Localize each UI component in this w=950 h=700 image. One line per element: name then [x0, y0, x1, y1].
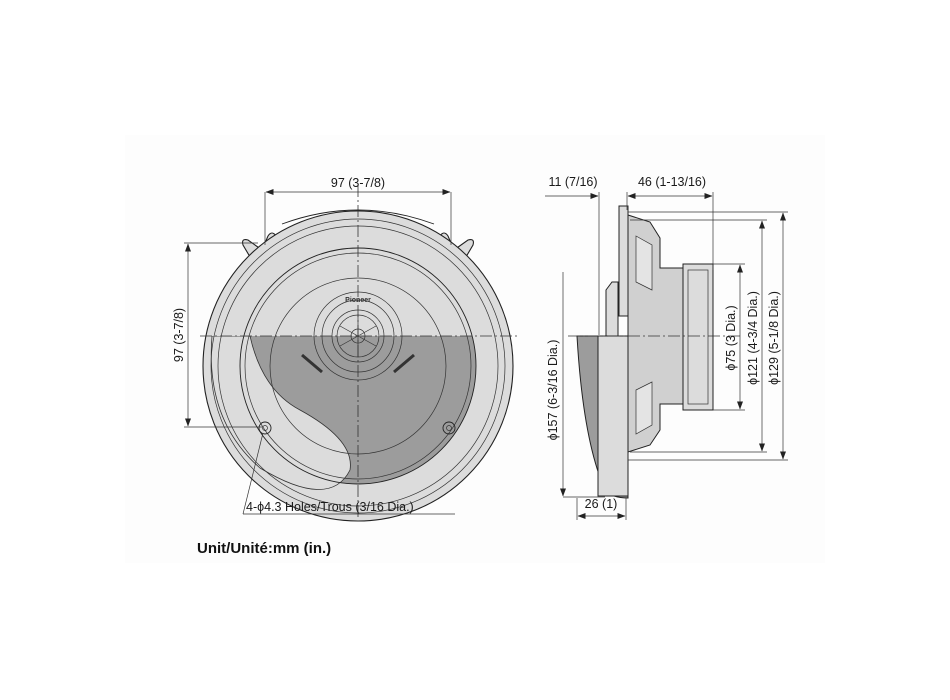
dimension-frame-diameter: ϕ129 (5-1/8 Dia.) — [628, 211, 788, 461]
dimension-magnet-diameter: ϕ75 (3 Dia.) — [713, 263, 745, 411]
front-width-label: 97 (3-7/8) — [331, 176, 385, 190]
holes-callout: 4-ϕ4.3 Holes/Trous (3/16 Dia.) — [242, 432, 455, 515]
mounting-hole-left — [258, 421, 272, 435]
dimension-front-height: 97 (3-7/8) — [172, 242, 262, 428]
holes-note: 4-ϕ4.3 Holes/Trous (3/16 Dia.) — [246, 500, 414, 514]
dimension-cutout-diameter: ϕ121 (4-3/4 Dia.) — [630, 219, 767, 453]
overall-diameter-label: ϕ157 (6-3/16 Dia.) — [546, 340, 560, 441]
front-height-label: 97 (3-7/8) — [172, 308, 186, 362]
flange-thickness-label: 11 (7/16) — [548, 175, 597, 189]
dimension-front-protrusion: 26 (1) — [576, 497, 627, 520]
dimension-overall-diameter: ϕ157 (6-3/16 Dia.) — [546, 272, 605, 498]
cutout-diameter-label: ϕ121 (4-3/4 Dia.) — [746, 291, 760, 385]
front-protrusion-label: 26 (1) — [585, 497, 618, 511]
frame-diameter-label: ϕ129 (5-1/8 Dia.) — [767, 291, 781, 385]
side-view — [576, 205, 714, 499]
mounting-hole-right — [442, 421, 456, 435]
unit-label: Unit/Unité:mm (in.) — [197, 540, 331, 557]
magnet-diameter-label: ϕ75 (3 Dia.) — [724, 305, 738, 370]
dimension-front-width: 97 (3-7/8) — [264, 176, 452, 245]
mount-depth-label: 46 (1-13/16) — [638, 175, 706, 189]
dimension-side-depth: 11 (7/16) 46 (1-13/16) — [545, 175, 714, 335]
